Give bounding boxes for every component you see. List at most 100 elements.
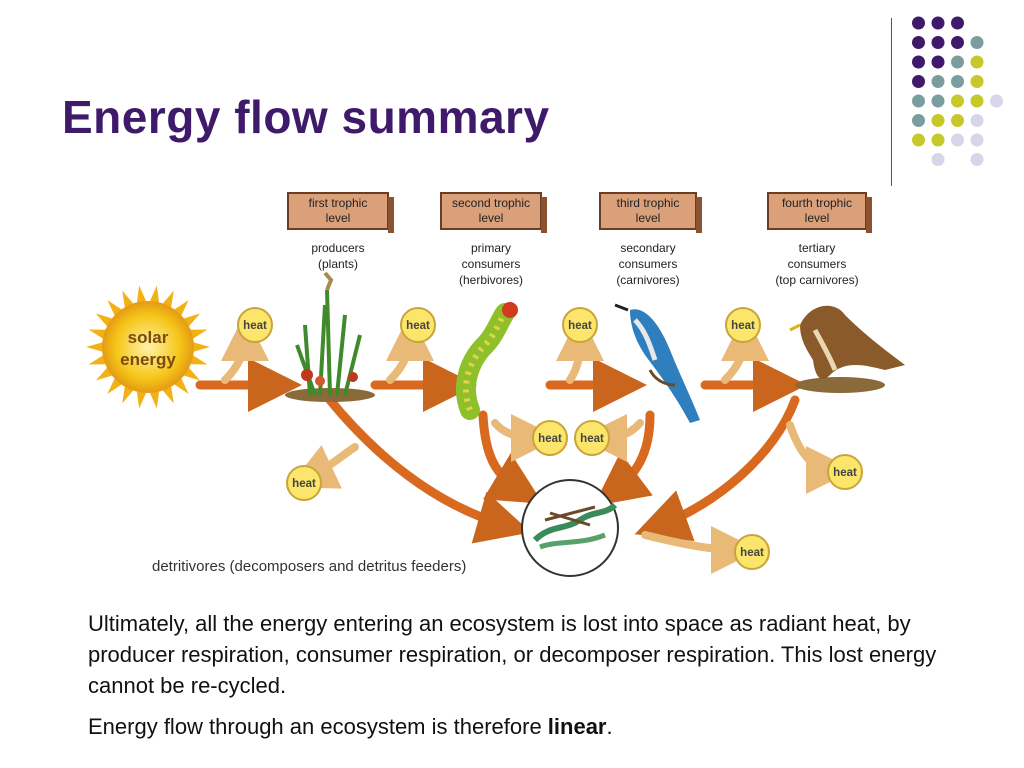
- decorative-dot: [931, 55, 945, 69]
- svg-text:heat: heat: [243, 320, 267, 332]
- sun-ray: [190, 355, 208, 365]
- sun-ray: [88, 355, 106, 365]
- decorative-dot: [912, 94, 925, 108]
- sun-ray: [184, 313, 201, 327]
- secondary-consumers-label: secondary consumers (carnivores): [616, 241, 679, 287]
- trophic-level-box-4: fourth trophic level: [767, 192, 872, 233]
- svg-text:heat: heat: [740, 547, 764, 559]
- svg-text:first trophic: first trophic: [309, 196, 368, 210]
- svg-text:solar: solar: [128, 328, 169, 347]
- detritivores-icon: [521, 479, 619, 577]
- sun-ray: [190, 329, 208, 339]
- decorative-dot: [951, 75, 964, 88]
- decorative-dot: [931, 16, 945, 30]
- decorative-dot: [970, 94, 984, 108]
- svg-text:third trophic: third trophic: [617, 196, 680, 210]
- body-text: Ultimately, all the energy entering an e…: [88, 608, 958, 752]
- svg-text:producers: producers: [311, 241, 364, 255]
- sun-ray: [149, 391, 160, 409]
- svg-text:heat: heat: [568, 320, 592, 332]
- svg-text:heat: heat: [292, 478, 316, 490]
- heat-icon: heat: [574, 420, 610, 456]
- decorative-dot: [951, 36, 964, 49]
- sun-ray: [174, 378, 189, 394]
- trophic-level-box-1: first trophic level: [287, 192, 394, 233]
- sun-ray: [122, 386, 134, 404]
- heat-icon: heat: [532, 420, 568, 456]
- svg-text:fourth trophic: fourth trophic: [782, 196, 852, 210]
- decorative-dot: [970, 75, 984, 88]
- svg-text:primary: primary: [471, 241, 511, 255]
- svg-text:level: level: [326, 211, 351, 225]
- heat-icon: heat: [562, 307, 598, 343]
- paragraph-2: Energy flow through an ecosystem is ther…: [88, 711, 958, 742]
- sun-ray: [136, 285, 147, 303]
- hawk-icon: [789, 305, 905, 393]
- primary-consumers-label: primary consumers (herbivores): [459, 241, 523, 287]
- bird-icon: [614, 303, 700, 423]
- svg-text:heat: heat: [406, 320, 430, 332]
- heat-icon: heat: [237, 307, 273, 343]
- divider-line: [891, 18, 892, 186]
- paragraph-2-text: Energy flow through an ecosystem is ther…: [88, 714, 548, 739]
- energy-flow-arrows: [195, 358, 807, 544]
- decorative-dot-grid: [912, 16, 1003, 166]
- sun-ray: [162, 386, 174, 404]
- sun-ray: [95, 367, 112, 381]
- svg-text:tertiary: tertiary: [799, 241, 836, 255]
- svg-text:secondary: secondary: [620, 241, 675, 255]
- decorative-dot: [970, 55, 984, 69]
- sun-ray: [136, 391, 147, 409]
- svg-text:(herbivores): (herbivores): [459, 273, 523, 287]
- svg-text:heat: heat: [731, 320, 755, 332]
- sun-ray: [95, 313, 112, 327]
- emphasis-linear: linear: [547, 714, 607, 739]
- decorative-dot: [990, 94, 1003, 108]
- sun-ray: [174, 300, 189, 316]
- decorative-dot: [970, 133, 984, 147]
- decorative-dot: [951, 133, 964, 147]
- paragraph-2-period: .: [606, 714, 613, 739]
- svg-text:energy: energy: [120, 350, 176, 369]
- heat-icon: heat: [725, 307, 761, 343]
- caterpillar-icon: [456, 302, 518, 420]
- sun-ray: [107, 378, 122, 394]
- decorative-dot: [931, 153, 945, 166]
- decorative-dot: [912, 55, 925, 69]
- trophic-level-box-2: second trophic level: [440, 192, 547, 233]
- decorative-dot: [912, 114, 925, 127]
- sun-ray: [162, 290, 174, 308]
- decorative-dot: [970, 114, 984, 127]
- decorative-dot: [970, 36, 984, 49]
- decorative-dot: [912, 36, 925, 49]
- svg-text:heat: heat: [538, 433, 562, 445]
- paragraph-1: Ultimately, all the energy entering an e…: [88, 611, 937, 698]
- sun-icon: solar energy: [86, 285, 210, 409]
- svg-text:consumers: consumers: [619, 257, 678, 271]
- svg-text:second trophic: second trophic: [452, 196, 530, 210]
- svg-text:(top carnivores): (top carnivores): [775, 273, 858, 287]
- decorative-dot: [931, 133, 945, 147]
- decorative-dot: [970, 153, 984, 166]
- heat-icon: heat: [286, 465, 322, 501]
- decorative-dot: [931, 114, 945, 127]
- heat-icon: heat: [400, 307, 436, 343]
- decorative-dot: [951, 94, 964, 108]
- svg-text:(plants): (plants): [318, 257, 358, 271]
- decorative-dot: [951, 16, 964, 30]
- svg-text:consumers: consumers: [788, 257, 847, 271]
- decorative-dot: [951, 55, 964, 69]
- slide-title: Energy flow summary: [62, 91, 550, 143]
- decorative-dot: [931, 75, 945, 88]
- heat-icon: heat: [827, 454, 863, 490]
- sun-ray: [107, 300, 122, 316]
- svg-text:level: level: [479, 211, 504, 225]
- svg-text:level: level: [805, 211, 830, 225]
- decorative-dot: [912, 133, 925, 147]
- decorative-dot: [931, 36, 945, 49]
- heat-icon: heat: [734, 534, 770, 570]
- svg-text:heat: heat: [833, 467, 857, 479]
- detritivores-label: detritivores (decomposers and detritus f…: [152, 558, 466, 575]
- sun-ray: [122, 290, 134, 308]
- decorative-dot: [951, 114, 964, 127]
